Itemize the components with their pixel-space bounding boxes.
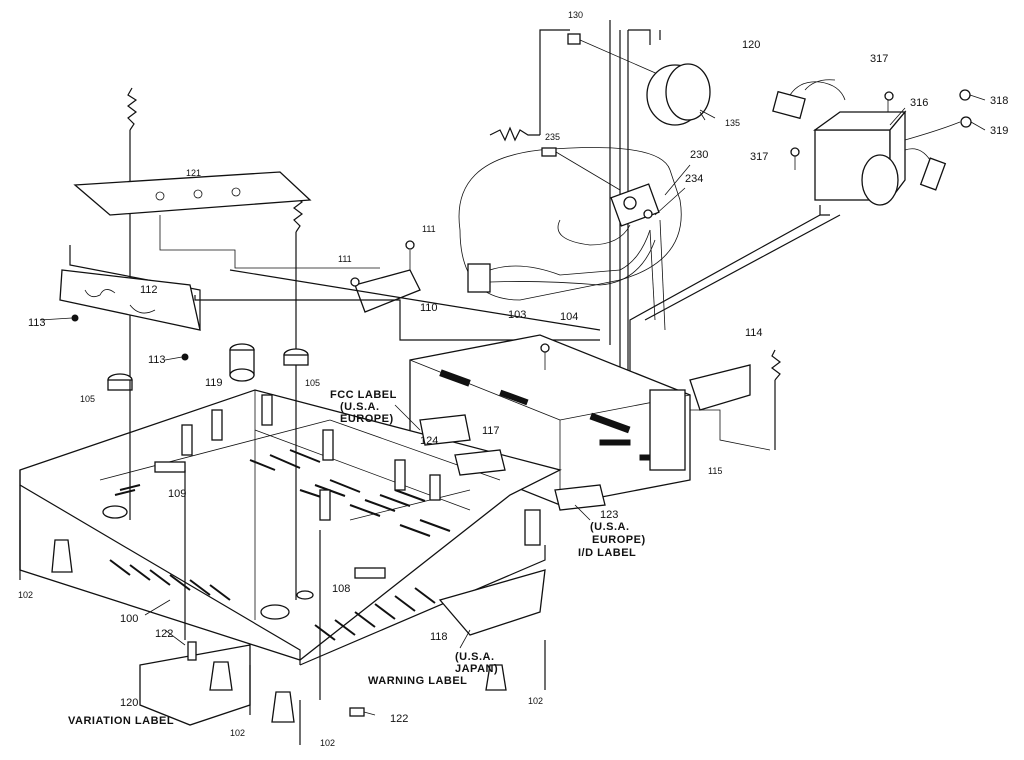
callout-105-a: 105 xyxy=(305,378,320,388)
callout-130: 130 xyxy=(568,10,583,20)
callout-100: 100 xyxy=(120,613,138,625)
mounting-posts xyxy=(102,394,541,620)
callout-118: 118 xyxy=(430,631,448,643)
callout-112: 112 xyxy=(140,284,158,296)
part-112-bracket xyxy=(59,269,201,331)
callout-115: 115 xyxy=(708,466,722,476)
fcc-label-usa: (U.S.A. xyxy=(340,401,380,413)
part-callouts: 130 120 135 235 230 234 317 316 318 319 … xyxy=(18,10,1008,748)
pulley-assembly xyxy=(539,20,716,420)
callout-318: 318 xyxy=(990,95,1008,107)
wire-harness-connector xyxy=(772,90,806,120)
callout-103: 103 xyxy=(508,309,526,321)
part-114-sheet xyxy=(689,364,751,411)
part-111-screw-a xyxy=(350,277,360,287)
label-captions: FCC LABEL (U.S.A. EUROPE) (U.S.A. EUROPE… xyxy=(68,389,646,727)
callout-230: 230 xyxy=(690,149,708,161)
part-124-fcc-label-panel xyxy=(419,414,471,446)
id-label-usa: (U.S.A. xyxy=(590,521,630,533)
callout-124: 124 xyxy=(420,435,438,447)
callout-102-b: 102 xyxy=(528,696,543,706)
part-235-screw xyxy=(541,147,557,157)
part-130-clip xyxy=(567,33,581,45)
motor-assembly xyxy=(458,147,682,331)
part-123-id-label-panel xyxy=(554,484,606,511)
part-317-screw-side xyxy=(790,147,800,157)
callout-135: 135 xyxy=(725,118,740,128)
feet-and-screws xyxy=(19,365,546,745)
part-118-warning-label-panel xyxy=(438,569,546,636)
part-122-screw-a xyxy=(187,641,197,661)
part-113-screw-b xyxy=(181,353,189,361)
callout-102-d: 102 xyxy=(320,738,335,748)
callout-121: 121 xyxy=(186,168,201,178)
foot-1 xyxy=(51,539,73,573)
callout-119: 119 xyxy=(205,377,223,389)
callout-104: 104 xyxy=(560,311,578,323)
part-108-washer xyxy=(296,590,314,600)
warning-label-japan: JAPAN) xyxy=(455,663,498,675)
vent-slots xyxy=(109,449,451,641)
part-104-screw xyxy=(540,343,550,353)
callout-117: 117 xyxy=(482,425,500,437)
callout-120-label: 120 xyxy=(120,697,138,709)
callout-122-b: 122 xyxy=(390,713,408,725)
callout-109: 109 xyxy=(168,488,186,500)
part-122-screw-b xyxy=(349,707,365,717)
id-label-europe: EUROPE) xyxy=(592,534,646,546)
transformer-assembly xyxy=(629,79,972,440)
variation-label-caption: VARIATION LABEL xyxy=(68,715,174,727)
callout-234: 234 xyxy=(685,173,703,185)
fcc-label-caption: FCC LABEL xyxy=(330,389,397,401)
callout-122-a: 122 xyxy=(155,628,173,640)
connector xyxy=(467,263,491,293)
warning-label-caption: WARNING LABEL xyxy=(368,675,467,687)
callout-110: 110 xyxy=(420,302,438,314)
fcc-label-europe: EUROPE) xyxy=(340,413,394,425)
callout-319: 319 xyxy=(990,125,1008,137)
callout-113-b: 113 xyxy=(148,354,166,366)
foot-2 xyxy=(209,661,233,691)
callout-108: 108 xyxy=(332,583,350,595)
callout-235: 235 xyxy=(545,132,560,142)
callout-102-c: 102 xyxy=(230,728,245,738)
callout-111-a: 111 xyxy=(338,254,352,264)
callout-111-b: 111 xyxy=(422,224,436,234)
foot-3 xyxy=(271,691,295,723)
foot-4 xyxy=(485,664,507,691)
part-318-screw xyxy=(959,89,971,101)
part-109-clip xyxy=(154,461,186,473)
part-111-screw-b xyxy=(405,240,415,250)
callout-113-a: 113 xyxy=(28,317,46,329)
brackets xyxy=(59,171,601,391)
part-115-bracket xyxy=(649,389,686,471)
callout-102-a: 102 xyxy=(18,590,33,600)
spring-leaders xyxy=(127,87,781,450)
callout-105-b: 105 xyxy=(80,394,95,404)
callout-leaders xyxy=(39,94,986,716)
callout-120-top: 120 xyxy=(742,39,760,51)
part-110-bracket xyxy=(354,269,421,313)
part-317-screw-top xyxy=(884,91,894,101)
part-113-screw-a xyxy=(71,314,79,322)
part-319-lug xyxy=(960,116,972,128)
callout-317-side: 317 xyxy=(750,151,768,163)
warning-label-usa: (U.S.A. xyxy=(455,651,495,663)
callout-316: 316 xyxy=(910,97,928,109)
part-117-panel xyxy=(454,449,506,476)
id-label-caption: I/D LABEL xyxy=(578,547,636,559)
part-121-plate xyxy=(73,171,312,216)
callout-317-top: 317 xyxy=(870,53,888,65)
callout-114: 114 xyxy=(745,327,763,339)
callout-123: 123 xyxy=(600,509,618,521)
